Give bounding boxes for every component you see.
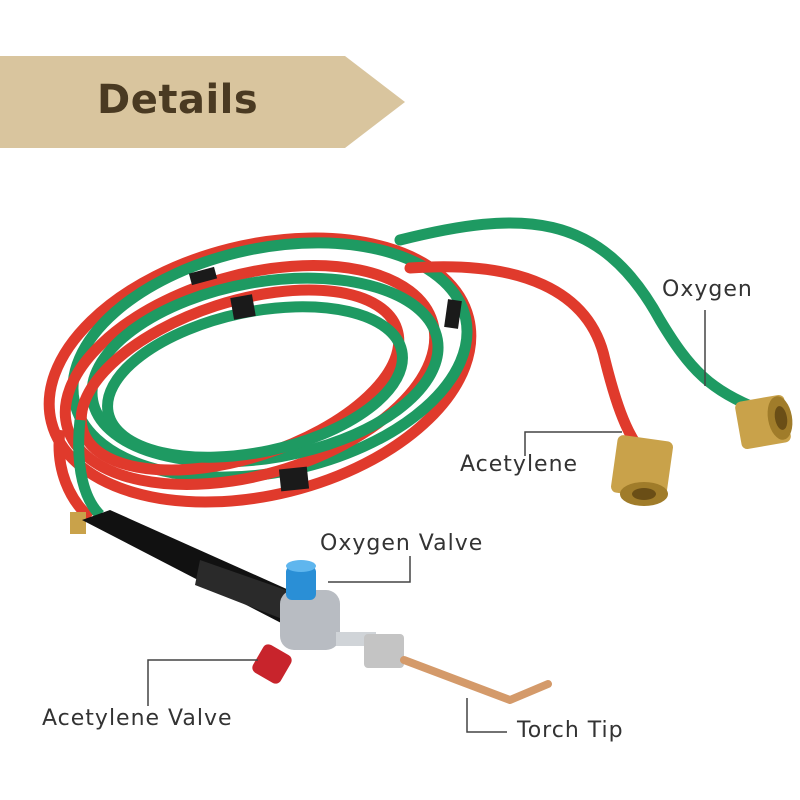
- leader-acetylene: [524, 431, 622, 456]
- oxygen-hose-lead: [394, 217, 766, 416]
- acetylene-hose-lead: [404, 261, 646, 456]
- label-acetylene-valve: Acetylene Valve: [42, 706, 233, 731]
- hoses-to-handle: [53, 429, 94, 523]
- oxygen-knob: [286, 560, 316, 600]
- hose-coils: [43, 232, 477, 508]
- oxygen-fitting: [735, 394, 793, 450]
- oxygen-coil-2: [86, 272, 444, 468]
- leader-lines: [147, 310, 706, 733]
- label-torch-tip: Torch Tip: [517, 718, 624, 743]
- acetylene-fitting: [611, 435, 673, 506]
- torch-handle: [82, 510, 300, 625]
- banner-arrow-shape: [0, 56, 405, 148]
- hoses-to-handle-green: [73, 419, 105, 519]
- tip-nut: [364, 634, 404, 668]
- leader-acetylene-valve: [147, 659, 258, 706]
- details-banner: [0, 56, 405, 148]
- label-oxygen-valve: Oxygen Valve: [320, 531, 484, 556]
- label-acetylene: Acetylene: [460, 452, 579, 477]
- label-oxygen: Oxygen: [662, 277, 753, 302]
- acetylene-knob: [252, 644, 292, 684]
- leader-torch-tip: [466, 698, 507, 733]
- leader-oxygen-valve: [328, 556, 411, 583]
- torch-tip: [400, 656, 552, 704]
- tape-bands: [70, 266, 462, 534]
- banner-title: Details: [97, 77, 259, 123]
